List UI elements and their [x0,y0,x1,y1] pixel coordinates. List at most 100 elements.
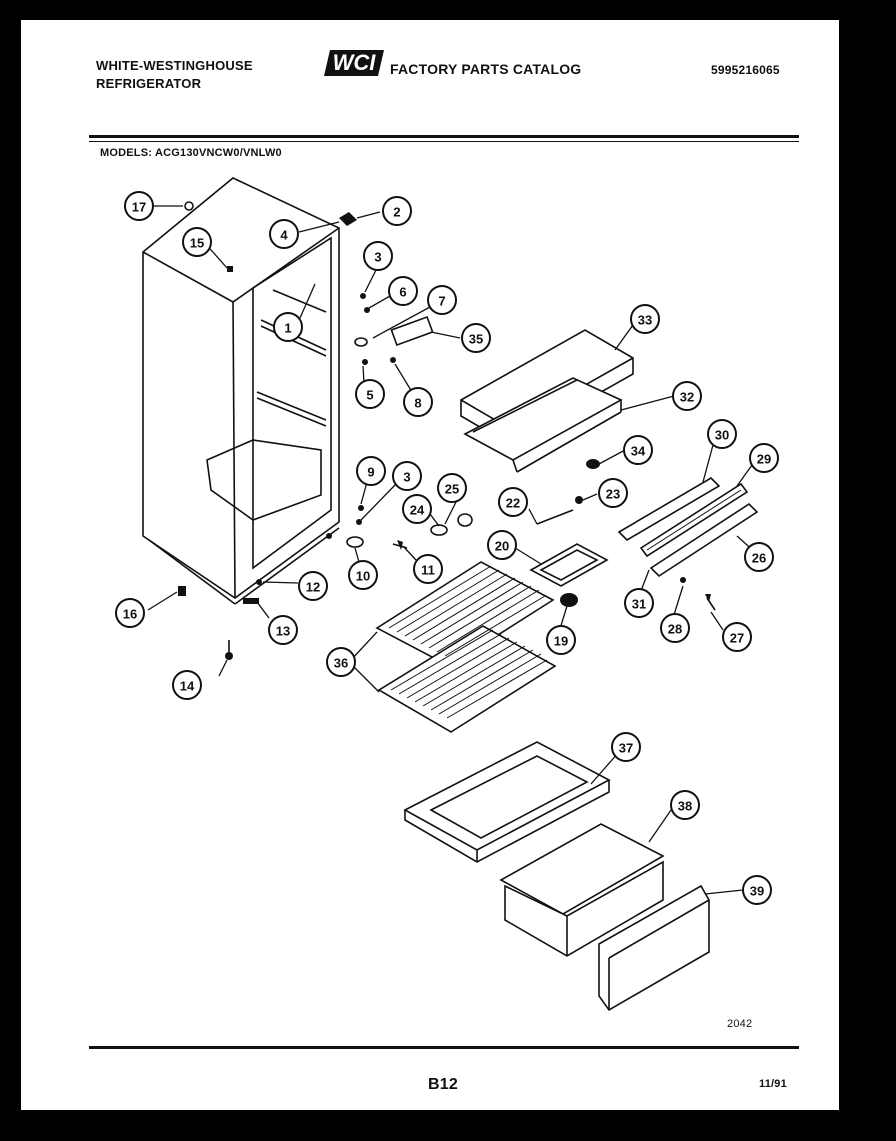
callout-label: 27 [730,631,744,646]
callout-2: 2 [382,196,412,226]
footer-rule [89,1046,799,1049]
cover-and-light [529,543,609,607]
callout-19: 19 [546,625,576,655]
callout-11: 11 [413,554,443,584]
small-parts [178,201,716,660]
page-number: B12 [428,1076,458,1093]
callout-3b: 3 [392,461,422,491]
callout-14: 14 [172,670,202,700]
callout-label: 6 [399,285,406,300]
callout-label: 19 [554,634,568,649]
header-rule-thin [89,141,799,142]
callout-label: 22 [506,496,520,511]
callout-9: 9 [356,456,386,486]
callout-label: 36 [334,656,348,671]
callout-label: 20 [495,539,509,554]
header-rule [89,135,799,138]
callout-label: 10 [356,569,370,584]
callout-label: 16 [123,607,137,622]
brand-line-2: REFRIGERATOR [96,76,202,91]
callout-label: 4 [280,228,288,243]
top-shelf-assembly [460,329,634,473]
callout-4: 4 [269,219,299,249]
crisper-shelf [403,741,611,863]
callout-30: 30 [707,419,737,449]
callout-label: 33 [638,313,652,328]
brand-line-1: WHITE-WESTINGHOUSE [96,58,253,73]
callout-27: 27 [722,622,752,652]
catalog-title: FACTORY PARTS CATALOG [390,61,582,77]
models-label: MODELS: ACG130VNCW0/VNLW0 [100,147,282,159]
logo-text: WCI [333,50,377,75]
shelf-rails [617,476,759,578]
callout-37: 37 [611,732,641,762]
callout-label: 3 [403,470,410,485]
leader-lines [147,205,758,895]
callout-5: 5 [355,379,385,409]
callout-7: 7 [427,285,457,315]
callout-label: 38 [678,799,692,814]
callout-16: 16 [115,598,145,628]
wire-shelves [375,561,557,733]
callout-13: 13 [268,615,298,645]
callout-39: 39 [742,875,772,905]
callout-label: 31 [632,597,646,612]
callout-34: 34 [623,435,653,465]
callout-23: 23 [598,478,628,508]
callout-1: 1 [273,312,303,342]
callout-25: 25 [437,473,467,503]
callout-3a: 3 [363,241,393,271]
callout-label: 35 [469,332,483,347]
callout-32: 32 [672,381,702,411]
crisper-drawer [499,823,665,957]
callout-label: 5 [366,388,373,403]
callout-label: 8 [414,396,421,411]
callout-label: 37 [619,741,633,756]
callout-label: 30 [715,428,729,443]
drawer-front [598,884,710,1012]
cabinet-drawing [142,177,340,605]
callout-36: 36 [326,647,356,677]
catalog-sheet: WHITE-WESTINGHOUSE REFRIGERATOR WCI FACT… [21,20,839,1110]
callout-label: 1 [284,321,291,336]
callout-17: 17 [124,191,154,221]
callout-label: 9 [367,465,374,480]
callout-label: 14 [180,679,195,694]
callout-20: 20 [487,530,517,560]
callout-38: 38 [670,790,700,820]
callout-35: 35 [461,323,491,353]
callout-label: 13 [276,624,290,639]
callout-label: 29 [757,452,771,467]
callout-label: 17 [132,200,146,215]
wci-logo: WCI [324,50,384,76]
callout-label: 12 [306,580,320,595]
callout-label: 26 [752,551,766,566]
callout-label: 28 [668,622,682,637]
callout-26: 26 [744,542,774,572]
callout-29: 29 [749,443,779,473]
callout-label: 23 [606,487,620,502]
callout-31: 31 [624,588,654,618]
callout-10: 10 [348,560,378,590]
figure-number: 2042 [727,1018,753,1030]
revision-date: 11/91 [759,1078,787,1090]
callout-label: 15 [190,236,204,251]
callout-8: 8 [403,387,433,417]
callout-label: 32 [680,390,694,405]
callout-label: 7 [438,294,445,309]
callout-label: 24 [410,503,425,518]
callout-label: 11 [421,563,435,578]
exploded-parts-diagram: 1 2 3 3 4 5 6 7 8 9 10 11 12 13 14 15 16… [115,177,779,1012]
callout-33: 33 [630,304,660,334]
callout-24: 24 [402,494,432,524]
callout-label: 2 [393,205,400,220]
callout-label: 39 [750,884,764,899]
callout-6: 6 [388,276,418,306]
catalog-number: 5995216065 [711,63,780,77]
callout-label: 3 [374,250,381,265]
callout-label: 34 [631,444,646,459]
callout-12: 12 [298,571,328,601]
callout-15: 15 [182,227,212,257]
callout-22: 22 [498,487,528,517]
